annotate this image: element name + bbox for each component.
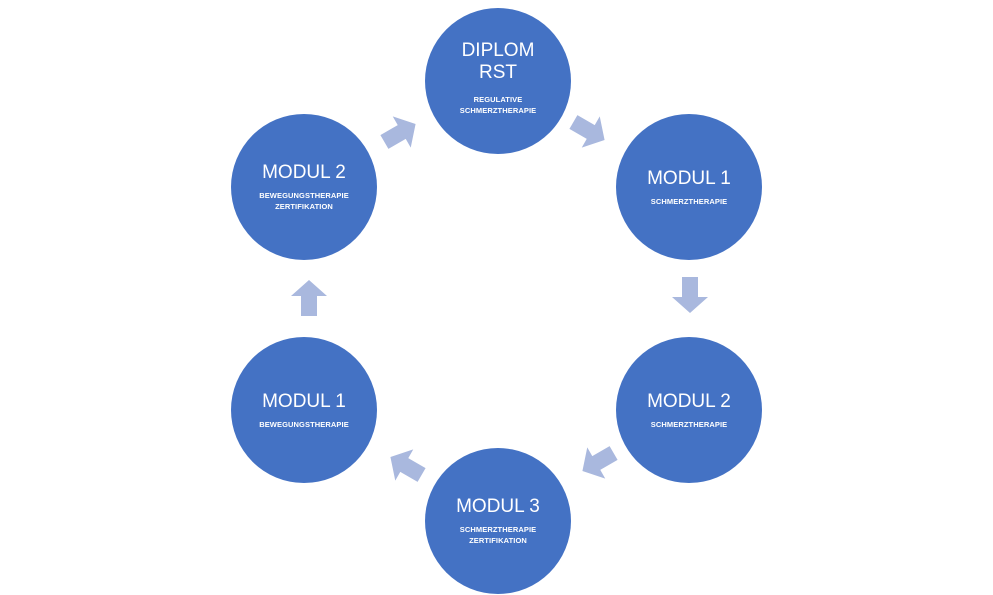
node-modul-1-schmerztherapie: MODUL 1 SCHMERZTHERAPIE [616, 114, 762, 260]
node-subtitle: BEWEGUNGSTHERAPIE ZERTIFIKATION [259, 191, 349, 211]
node-title: MODUL 3 [456, 496, 540, 517]
node-modul-1-bewegungstherapie: MODUL 1 BEWEGUNGSTHERAPIE [231, 337, 377, 483]
node-title: MODUL 1 [262, 390, 346, 412]
node-title: DIPLOM RST [461, 40, 535, 83]
node-title: MODUL 1 [647, 167, 731, 189]
node-modul-3-schmerztherapie: MODUL 3 SCHMERZTHERAPIE ZERTIFIKATION [425, 448, 571, 594]
node-subtitle: SCHMERZTHERAPIE [650, 419, 728, 429]
arrow-up-right-icon [373, 106, 428, 161]
arrow-right-icon [562, 104, 617, 159]
node-modul-2-schmerztherapie: MODUL 2 SCHMERZTHERAPIE [616, 337, 762, 483]
node-subtitle: SCHMERZTHERAPIE ZERTIFIKATION [459, 525, 537, 545]
node-subtitle: SCHMERZTHERAPIE [650, 196, 728, 206]
arrow-down-left-icon [571, 435, 626, 490]
node-diplom-rst: DIPLOM RST REGULATIVE SCHMERZTHERAPIE [425, 8, 571, 154]
arrow-up-left-icon [379, 439, 434, 494]
node-subtitle: REGULATIVE SCHMERZTHERAPIE [459, 95, 537, 115]
node-modul-2-bewegungstherapie: MODUL 2 BEWEGUNGSTHERAPIE ZERTIFIKATION [231, 114, 377, 260]
node-title: MODUL 2 [262, 162, 346, 183]
node-title: MODUL 2 [647, 390, 731, 412]
arrow-down-icon [670, 275, 710, 315]
node-subtitle: BEWEGUNGSTHERAPIE [259, 419, 349, 429]
arrow-up-icon [289, 278, 329, 318]
